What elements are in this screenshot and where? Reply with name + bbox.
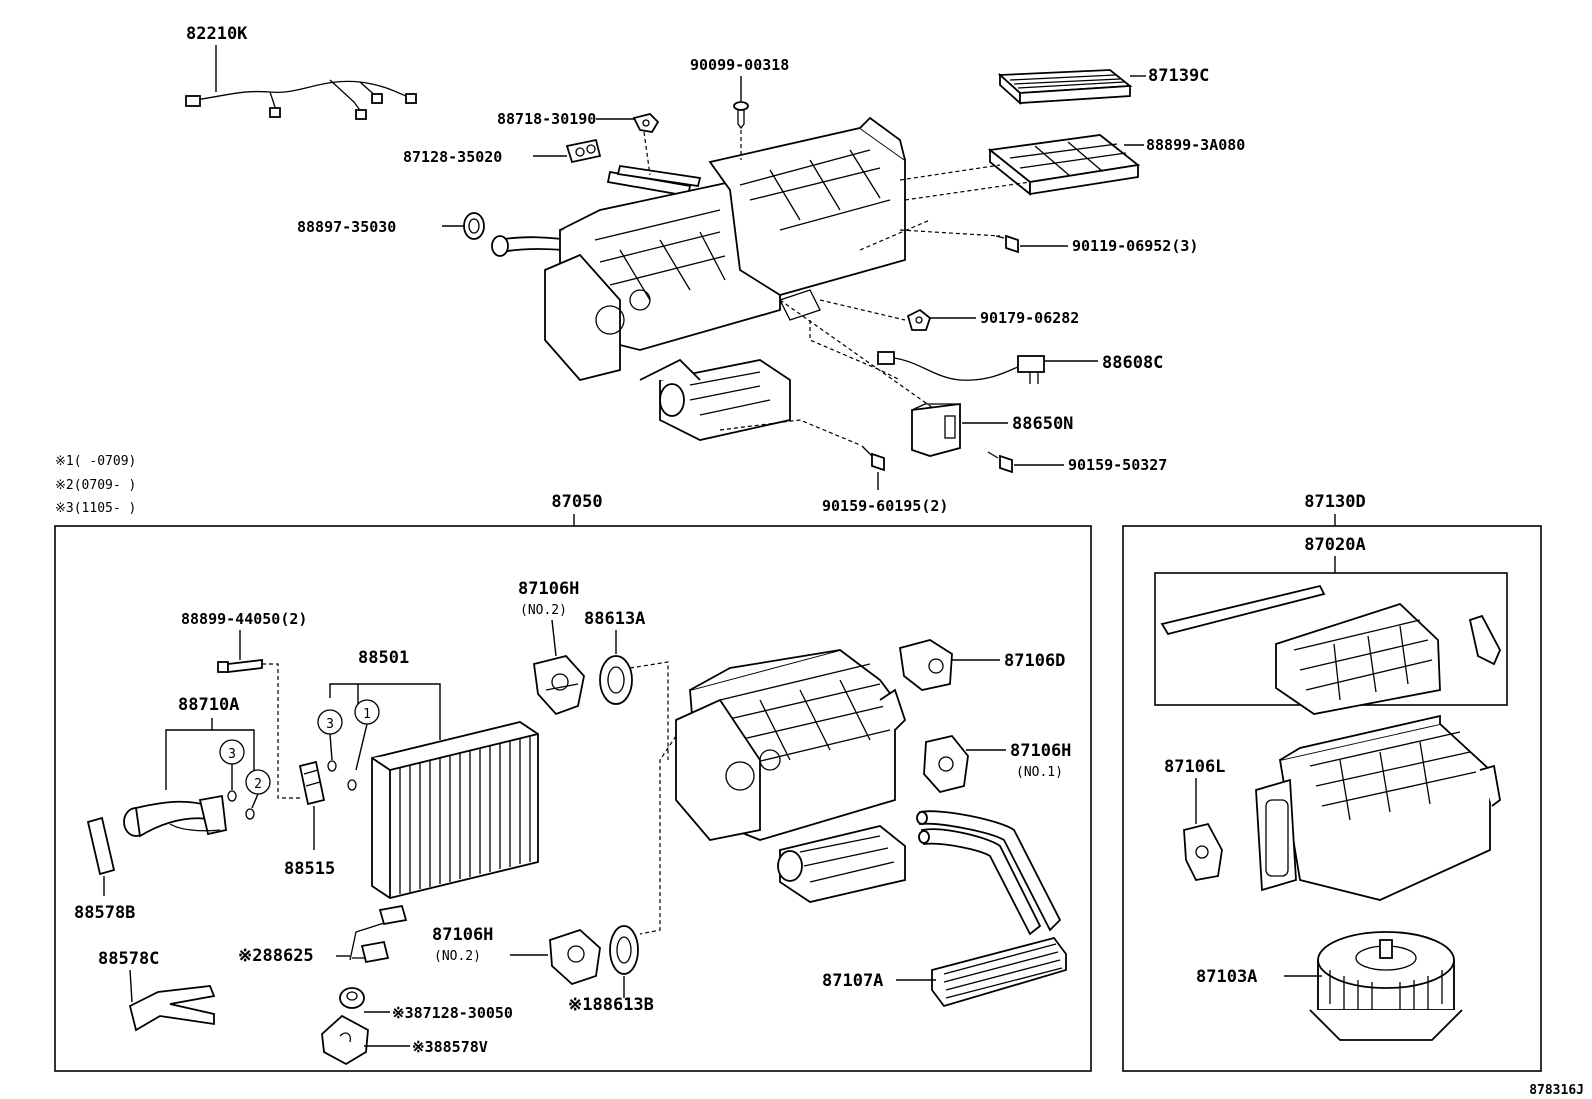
label-87106H-bottom: 87106H <box>432 925 493 945</box>
callout-2: 2 <box>245 769 271 795</box>
pipe-88710A <box>123 794 227 838</box>
label-88608C: 88608C <box>1102 353 1163 373</box>
note-3: ※3(1105- ) <box>55 501 136 516</box>
label-90159-50327: 90159-50327 <box>1068 456 1167 474</box>
gear-88613A <box>599 655 633 705</box>
callout-3-upper: 3 <box>317 709 343 735</box>
figure-code: 878316J <box>1529 1083 1584 1098</box>
label-82210K: 82210K <box>186 24 248 44</box>
callout-3-lower: 3 <box>219 739 245 765</box>
note-1: ※1( -0709) <box>55 454 136 469</box>
hvac-unit-assembly <box>675 649 907 903</box>
label-88613B: ※188613B <box>568 995 654 1015</box>
nut-90179 <box>906 308 932 331</box>
callout-1: 1 <box>354 699 380 725</box>
label-88650N: 88650N <box>1012 414 1073 434</box>
expansion-valve-88515 <box>298 760 326 806</box>
servo-87106H-top <box>533 654 585 716</box>
gear-88613B <box>609 925 639 975</box>
servo-87106H-bottom <box>549 928 601 986</box>
label-87106L: 87106L <box>1164 757 1225 777</box>
label-87128-30050: ※387128-30050 <box>392 1004 513 1022</box>
label-88899-3A080: 88899-3A080 <box>1146 136 1245 154</box>
label-88578B: 88578B <box>74 903 135 923</box>
seal-88897 <box>463 212 485 240</box>
svg-text:2: 2 <box>254 777 262 792</box>
filter-frame-88899-3A080 <box>987 134 1141 196</box>
grommet-87128-30050 <box>339 987 365 1009</box>
label-88710A: 88710A <box>178 695 239 715</box>
label-87106H-right: 87106H <box>1010 741 1071 761</box>
label-87106H-top-sub: (NO.2) <box>520 603 567 618</box>
label-87050: 87050 <box>551 492 602 512</box>
screw-90159-50327 <box>987 451 1013 474</box>
label-90179-06282: 90179-06282 <box>980 309 1079 327</box>
grommet-87128-35020 <box>565 138 602 164</box>
blower-motor-87103A <box>1309 931 1463 1041</box>
assembly-frame-87050 <box>54 525 1092 1072</box>
heater-core-87107A <box>916 810 1067 1008</box>
svg-text:3: 3 <box>228 747 236 762</box>
label-88625: ※288625 <box>238 946 314 966</box>
evaporator-88501 <box>371 721 539 899</box>
label-87107A: 87107A <box>822 971 883 991</box>
o-ring-lower-3 <box>227 790 237 802</box>
label-88578V: ※388578V <box>412 1038 488 1056</box>
servo-87106H-right <box>923 734 969 794</box>
svg-text:1: 1 <box>363 707 371 722</box>
label-87020A: 87020A <box>1304 535 1365 555</box>
servo-87106L <box>1183 822 1223 882</box>
label-88897-35030: 88897-35030 <box>297 218 396 236</box>
label-87139C: 87139C <box>1148 66 1209 86</box>
screw-90159-60195 <box>861 445 885 472</box>
label-90119-06952: 90119-06952(3) <box>1072 237 1198 255</box>
screw-90119 <box>995 234 1019 254</box>
label-88899-44050: 88899-44050(2) <box>181 610 307 628</box>
label-88578C: 88578C <box>98 949 159 969</box>
label-87106D: 87106D <box>1004 651 1065 671</box>
hvac-unit-main <box>491 116 906 441</box>
insulator-88578B <box>86 816 116 876</box>
insulator-88578C <box>128 985 216 1032</box>
wire-harness-82210K <box>185 79 417 120</box>
o-ring-lower-2 <box>245 808 255 820</box>
o-ring-upper-1 <box>347 779 357 791</box>
screw-90099 <box>733 101 749 130</box>
label-88501: 88501 <box>358 648 409 668</box>
label-87106H-bottom-sub: (NO.2) <box>434 949 481 964</box>
blower-case-87020A-parts <box>1160 584 1501 715</box>
label-87103A: 87103A <box>1196 967 1257 987</box>
sensor-88608C <box>877 351 1045 384</box>
label-87106H-top: 87106H <box>518 579 579 599</box>
clip-88718 <box>632 113 660 133</box>
note-2: ※2(0709- ) <box>55 478 136 493</box>
label-87128-35020: 87128-35020 <box>403 148 502 166</box>
label-87106H-right-sub: (NO.1) <box>1016 765 1063 780</box>
bolt-88899-44050 <box>217 658 263 674</box>
label-90099-00318: 90099-00318 <box>690 56 789 74</box>
amplifier-88650N <box>911 402 961 457</box>
label-90159-60195: 90159-60195(2) <box>822 497 948 515</box>
filter-87139C <box>997 69 1133 106</box>
insulator-88578V <box>321 1014 369 1066</box>
label-88613A: 88613A <box>584 609 645 629</box>
o-ring-upper-3 <box>327 760 337 772</box>
label-87130D: 87130D <box>1304 492 1365 512</box>
label-88718-30190: 88718-30190 <box>497 110 596 128</box>
label-88515: 88515 <box>284 859 335 879</box>
svg-text:3: 3 <box>326 717 334 732</box>
sensor-88625 <box>349 904 408 964</box>
blower-case <box>1255 714 1501 901</box>
assembly-frame-87130D <box>1122 525 1542 1072</box>
servo-87106D <box>898 639 953 691</box>
